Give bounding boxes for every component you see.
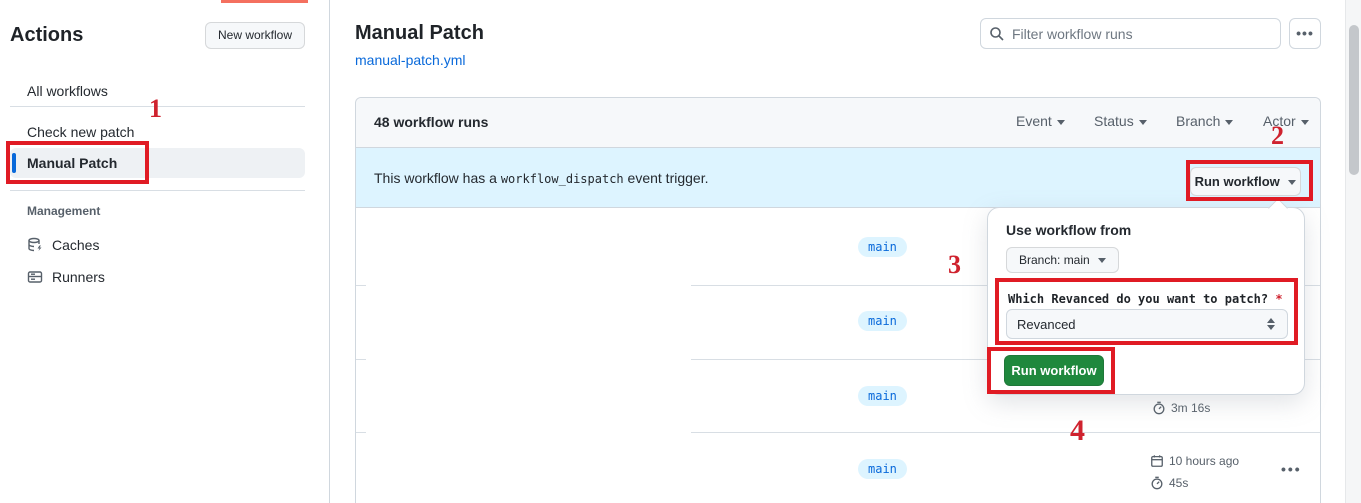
new-workflow-button[interactable]: New workflow <box>205 22 305 49</box>
workflow-run-row[interactable]: main <box>356 208 1320 286</box>
workflow-run-row[interactable]: main <box>356 286 1320 360</box>
filter-label: Branch <box>1176 113 1221 129</box>
run-options-kebab-button[interactable]: ••• <box>1281 461 1302 477</box>
workflow-run-row[interactable]: main 10 hours ago 45s ••• <box>356 433 1320 503</box>
sidebar-divider <box>10 106 305 107</box>
workflow-input-label: Which Revanced do you want to patch? * <box>1008 292 1283 306</box>
chevron-down-icon <box>1098 258 1107 264</box>
actions-sidebar: Actions New workflow All workflows Check… <box>0 0 330 503</box>
page-title: Manual Patch <box>355 22 484 44</box>
sidebar-item-all-workflows[interactable]: All workflows <box>10 76 305 106</box>
sidebar-item-label: Caches <box>52 237 100 253</box>
run-duration: 45s <box>1150 476 1188 490</box>
workflow-options-kebab-button[interactable]: ••• <box>1289 18 1321 49</box>
chevron-down-icon <box>1300 119 1309 125</box>
filter-workflow-runs-input[interactable] <box>1012 25 1272 42</box>
scrollbar-track[interactable] <box>1345 0 1361 503</box>
management-heading: Management <box>27 204 101 218</box>
branch-badge[interactable]: main <box>858 237 907 257</box>
run-workflow-label: Run workflow <box>1194 174 1280 189</box>
banner-code: workflow_dispatch <box>500 172 624 186</box>
use-workflow-from-label: Use workflow from <box>1006 222 1132 238</box>
run-date: 10 hours ago <box>1150 454 1239 468</box>
banner-text-after: event trigger. <box>623 170 709 186</box>
chevron-down-icon <box>1056 119 1065 125</box>
sidebar-item-check-new-patch[interactable]: Check new patch <box>10 117 305 147</box>
workflow-runs-card: 48 workflow runs Event Status Branch Act… <box>355 97 1321 503</box>
branch-badge[interactable]: main <box>858 459 907 479</box>
search-icon <box>990 26 1004 41</box>
cache-icon <box>28 237 42 252</box>
annotation-step-3: 3 <box>948 250 961 279</box>
sidebar-title: Actions <box>10 24 84 46</box>
banner-text: This workflow has a workflow_dispatch ev… <box>374 170 708 186</box>
blanked-run-titles-area <box>366 208 691 503</box>
sidebar-item-label: Runners <box>52 269 105 285</box>
runners-icon <box>27 271 43 283</box>
workflow-dispatch-banner: This workflow has a workflow_dispatch ev… <box>356 148 1320 208</box>
filter-label: Event <box>1016 113 1052 129</box>
actor-filter-dropdown[interactable]: Actor <box>1263 113 1309 129</box>
filter-label: Actor <box>1263 113 1296 129</box>
filter-workflow-runs-box <box>980 18 1281 49</box>
required-asterisk: * <box>1275 292 1283 306</box>
status-filter-dropdown[interactable]: Status <box>1094 113 1147 129</box>
scrollbar-thumb[interactable] <box>1349 25 1359 175</box>
run-workflow-dispatch-panel: Use workflow from Branch: main Which Rev… <box>987 207 1305 395</box>
sidebar-item-manual-patch[interactable]: Manual Patch <box>10 148 305 178</box>
annotation-step-2: 2 <box>1271 121 1284 150</box>
branch-filter-dropdown[interactable]: Branch <box>1176 113 1234 129</box>
stopwatch-icon <box>1153 401 1165 415</box>
run-workflow-dropdown-button[interactable]: Run workflow <box>1190 167 1301 196</box>
chevron-down-icon <box>1225 119 1234 125</box>
branch-selector-button[interactable]: Branch: main <box>1006 247 1120 273</box>
runs-count-label: 48 workflow runs <box>374 114 489 130</box>
select-value: Revanced <box>1017 316 1076 332</box>
sidebar-item-label: Check new patch <box>27 124 135 140</box>
workflow-runs-list: main main main 3m 16s main <box>356 208 1320 503</box>
stopwatch-icon <box>1151 476 1163 490</box>
duration-label: 3m 16s <box>1171 401 1211 415</box>
calendar-icon <box>1151 455 1163 467</box>
run-workflow-submit-button[interactable]: Run workflow <box>1004 355 1104 386</box>
banner-text-before: This workflow has a <box>374 170 501 186</box>
duration-label: 45s <box>1169 476 1189 490</box>
branch-selector-label: Branch: main <box>1019 253 1090 267</box>
revanced-select[interactable]: Revanced <box>1006 309 1288 339</box>
sidebar-item-label: Manual Patch <box>27 155 118 171</box>
workflow-file-link[interactable]: manual-patch.yml <box>355 52 466 68</box>
input-label-text: Which Revanced do you want to patch? <box>1008 292 1269 306</box>
sidebar-item-runners[interactable]: Runners <box>10 262 305 292</box>
workflow-run-row[interactable]: main 3m 16s <box>356 360 1320 433</box>
run-duration: 3m 16s <box>1152 401 1210 415</box>
selected-accent-bar <box>12 153 16 173</box>
date-label: 10 hours ago <box>1169 454 1240 468</box>
select-updown-icon <box>1267 318 1275 330</box>
runs-card-header: 48 workflow runs Event Status Branch Act… <box>356 98 1320 148</box>
branch-badge[interactable]: main <box>858 386 907 406</box>
event-filter-dropdown[interactable]: Event <box>1016 113 1065 129</box>
annotation-step-4: 4 <box>1070 414 1085 447</box>
sidebar-divider <box>10 190 305 191</box>
sidebar-item-caches[interactable]: Caches <box>10 230 305 260</box>
chevron-down-icon <box>1288 180 1297 186</box>
annotation-step-1: 1 <box>149 94 162 123</box>
branch-badge[interactable]: main <box>858 311 907 331</box>
chevron-down-icon <box>1138 119 1147 125</box>
sidebar-item-label: All workflows <box>27 83 108 99</box>
cropped-annotation-fragment <box>221 0 308 3</box>
filter-label: Status <box>1094 113 1134 129</box>
